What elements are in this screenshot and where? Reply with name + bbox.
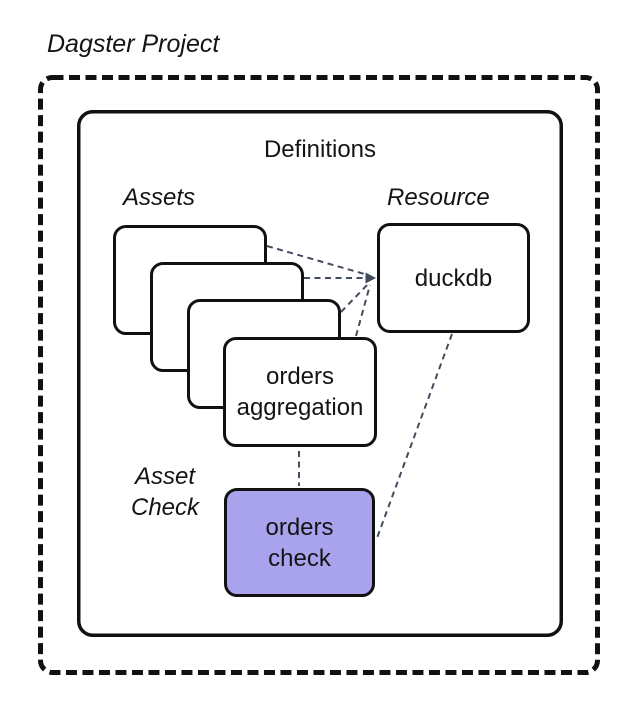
asset-check-label-line1: Asset	[134, 463, 196, 490]
orders-aggregation-label-line1: orders	[265, 363, 335, 390]
orders-check-label-line1: orders	[265, 513, 334, 541]
edge-lines	[266, 245, 453, 539]
definitions-boundary	[77, 110, 563, 637]
edge-orders-aggregation-to-duckdb	[355, 284, 371, 337]
edge-asset1-to-duckdb	[266, 245, 369, 276]
arrowhead-into-duckdb	[365, 272, 376, 284]
duckdb-label: duckdb	[414, 264, 493, 292]
diagram-title: Dagster Project	[47, 30, 220, 58]
assets-group-label: Assets	[123, 184, 196, 211]
orders-aggregation-label-line2: aggregation	[236, 394, 364, 421]
dagster-project-boundary	[38, 75, 600, 675]
edge-duckdb-to-orders-check	[376, 333, 453, 539]
edge-asset3-to-duckdb	[340, 282, 370, 313]
asset-card-orders-aggregation: orders aggregation	[223, 337, 377, 447]
resource-node-duckdb: duckdb	[377, 223, 530, 333]
asset-check-group-label: Asset Check	[120, 461, 210, 523]
resource-group-label: Resource	[387, 184, 490, 211]
asset-check-label-line2: Check	[130, 494, 200, 521]
definitions-heading: Definitions	[263, 136, 377, 163]
orders-check-label-line2: check	[268, 544, 331, 572]
asset-check-node-orders-check: orders check	[224, 488, 375, 597]
